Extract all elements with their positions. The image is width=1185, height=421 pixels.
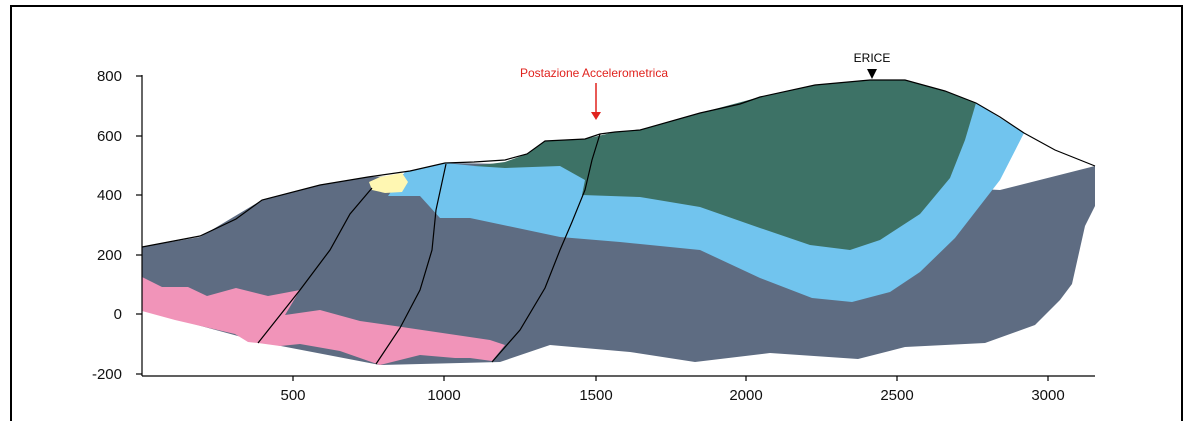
pink-unit <box>142 277 505 365</box>
yellow-lens <box>369 173 408 193</box>
y-tick-label: 0 <box>114 306 122 323</box>
y-tick-label: -200 <box>92 366 122 383</box>
axes <box>136 75 1095 381</box>
y-tick-label: 600 <box>97 128 122 145</box>
y-tick-label: 200 <box>97 247 122 264</box>
green-unit <box>474 80 976 250</box>
topographic-surface <box>141 79 1096 248</box>
summit-arrow-icon <box>867 69 877 79</box>
fault-lines <box>257 133 601 365</box>
x-tick-label: 500 <box>280 387 305 404</box>
x-tick-label: 3000 <box>1031 387 1064 404</box>
station-label: Postazione Accelerometrica <box>520 66 668 80</box>
station-arrow-icon <box>591 83 601 120</box>
y-tick-label: 400 <box>97 187 122 204</box>
figure-frame <box>10 5 1183 421</box>
fault-line <box>257 187 373 344</box>
x-tick-label: 2500 <box>880 387 913 404</box>
x-tick-label: 1000 <box>427 387 460 404</box>
fault-line <box>375 163 447 365</box>
y-tick-label: 800 <box>97 68 122 85</box>
x-tick-label: 2000 <box>729 387 762 404</box>
x-tick-label: 1500 <box>579 387 612 404</box>
summit-label: ERICE <box>854 51 891 65</box>
fault-line <box>491 133 601 363</box>
